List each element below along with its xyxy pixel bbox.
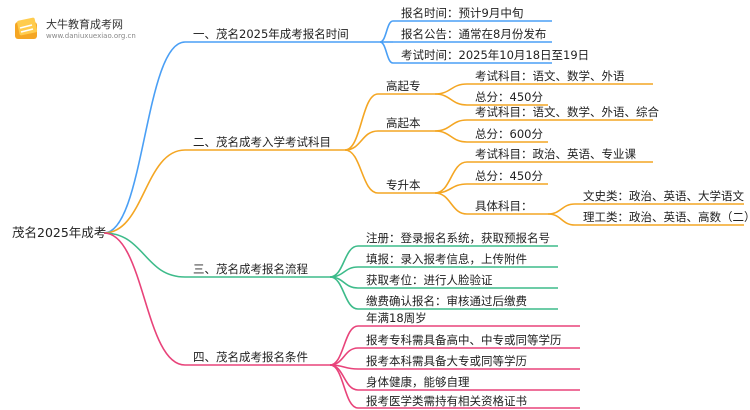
connector-root-branch-2 [103,149,186,234]
connector-root-branch-3 [103,232,186,278]
branch-4-item-2: 报考专科需具备高中、中专或同等学历 [366,333,562,347]
branch-4-item-4: 身体健康，能够自理 [366,375,470,389]
wenshi-subjects: 文史类：政治、英语、大学语文 [583,189,744,203]
branch-4-item-1: 年满18周岁 [366,311,427,325]
branch-1-item-1: 报名时间：预计9月中旬 [401,6,524,20]
logo-name: 大牛教育成考网 [46,18,123,31]
group-gaoqizhuan-label: 高起专 [386,79,421,93]
connector-gaoqizhuan-item-1 [434,83,468,95]
connector-branch-4-item-2 [329,347,359,366]
connector-branch-2-gaoqizhuan [344,93,379,151]
connector-branch-4-item-5 [329,364,359,409]
connector-gaoqiben-item-2 [434,130,468,143]
connector-ligong [547,213,576,226]
connector-branch-2-gaoqiben [344,130,379,151]
connector-branch-3-item-4 [329,276,359,310]
branch-1-item-3: 考试时间：2025年10月18日至19日 [401,48,590,62]
group-zhuanshengben-label: 专升本 [386,178,421,192]
group-gaoqiben-label: 高起本 [386,116,421,130]
logo-url: www.daniuxuexiao.org.cn [46,32,136,40]
ligong-subjects: 理工类：政治、英语、高数（二） [583,210,750,224]
branch-1-item-2: 报名公告：通常在8月份发布 [401,27,547,41]
book-logo-icon [15,17,38,39]
connector-branch-1-item-1 [379,20,394,43]
branch-4-item-3: 报考本科需具备大专或同等学历 [366,354,527,368]
branch-3-item-2: 填报：录入报考信息，上传附件 [366,252,527,266]
connector-gaoqiben-item-1 [434,119,468,132]
gaoqiben-item-2: 总分：600分 [475,127,543,141]
connector-branch-1-item-3 [379,41,394,64]
connector-root-branch-4 [103,232,186,366]
branch-1-label: 一、茂名2025年成考报名时间 [193,27,349,41]
branch-3-item-4: 缴费确认报名：审核通过后缴费 [366,294,527,308]
gaoqizhuan-item-2: 总分：450分 [475,90,543,104]
gaoqiben-item-1: 考试科目：语文、数学、外语、综合 [475,105,659,119]
connector-branch-2-zhuanshengben [344,149,379,194]
connector-branch-4-item-1 [329,325,359,366]
site-logo: 大牛教育成考网 www.daniuxuexiao.org.cn [14,14,164,50]
root-node: 茂名2025年成考 [12,225,107,240]
specific-subjects-label: 具体科目： [475,199,533,213]
zhuanshengben-item-2: 总分：450分 [475,169,543,183]
branch-3-label: 三、茂名成考报名流程 [193,262,308,276]
branch-4-label: 四、茂名成考报名条件 [193,350,308,364]
zhuanshengben-item-1: 考试科目：政治、英语、专业课 [475,147,636,161]
connector-wenshi [547,203,576,215]
connector-specific-subjects [434,192,468,215]
branch-3-item-3: 获取考位：进行人脸验证 [366,273,493,287]
gaoqizhuan-item-1: 考试科目：语文、数学、外语 [475,69,625,83]
branch-3-item-1: 注册：登录报名系统，获取预报名号 [366,231,550,245]
connector-gaoqizhuan-item-2 [434,93,468,106]
branch-4-item-5: 报考医学类需持有相关资格证书 [366,394,527,408]
connector-root-branch-1 [103,41,186,234]
branch-2-label: 二、茂名成考入学考试科目 [193,135,331,149]
